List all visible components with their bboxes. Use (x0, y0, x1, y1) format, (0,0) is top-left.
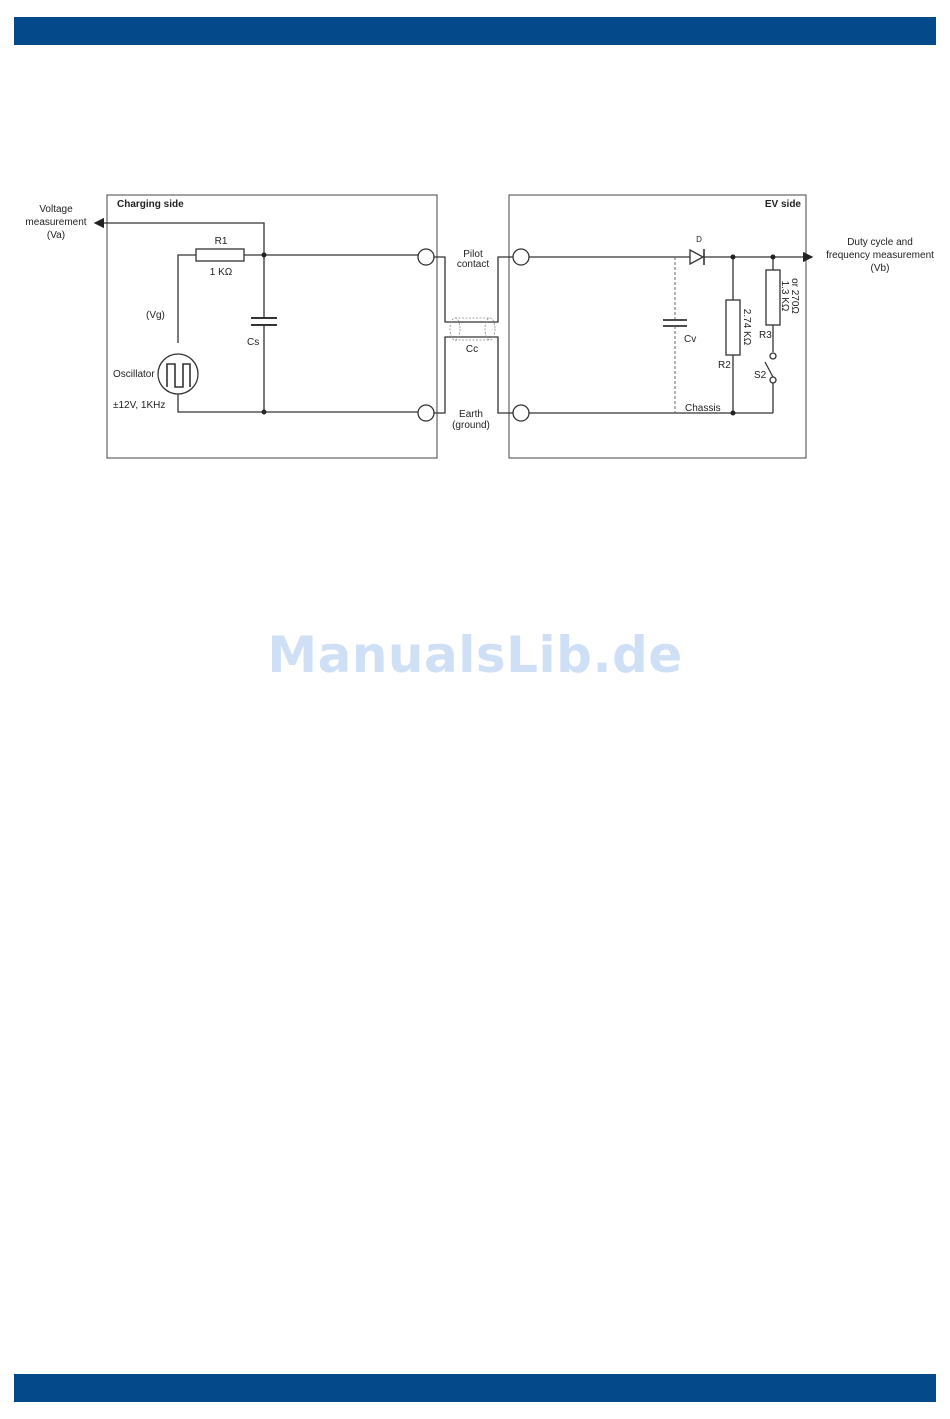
earth-terminal-right (513, 405, 529, 421)
r1-value: 1 KΩ (210, 267, 233, 278)
r3-name: R3 (759, 330, 772, 341)
chassis-label: Chassis (685, 403, 721, 414)
charging-side-box (107, 195, 437, 458)
pilot-circuit-diagram: Charging side EV side Voltage measuremen… (0, 180, 950, 480)
earth-label-2: (ground) (452, 420, 490, 431)
header-bar (14, 17, 936, 45)
diode-symbol (690, 250, 703, 264)
voltage-measurement-label-1: Voltage (39, 204, 73, 215)
ev-side-label: EV side (765, 199, 802, 210)
earth-label-1: Earth (459, 409, 483, 420)
duty-cycle-label-2: frequency measurement (826, 250, 934, 261)
r2-name: R2 (718, 360, 731, 371)
s2-label: S2 (754, 370, 767, 381)
r2-value: 2.74 KΩ (741, 309, 752, 346)
voltage-measurement-label-2: measurement (25, 217, 86, 228)
voltage-measurement-arrow (95, 223, 264, 255)
oscillator-spec: ±12V, 1KHz (113, 400, 165, 411)
oscillator-icon (158, 354, 198, 394)
r1-resistor (196, 249, 244, 261)
cs-label: Cs (247, 337, 259, 348)
r3-value-2: or 270Ω (789, 278, 800, 314)
voltage-measurement-label-3: (Va) (47, 230, 65, 241)
footer-bar (14, 1374, 936, 1402)
vg-label: (Vg) (146, 310, 165, 321)
r2-resistor (726, 300, 740, 355)
oscillator-label: Oscillator (113, 369, 155, 380)
cc-label: Cc (466, 344, 478, 355)
diode-label: D (696, 235, 702, 244)
ev-side-box (509, 195, 806, 458)
pilot-terminal-left (418, 249, 434, 265)
earth-terminal-left (418, 405, 434, 421)
r3-value-1: 1.3 KΩ (779, 281, 790, 312)
watermark: ManualsLib.de (0, 626, 950, 684)
duty-cycle-label-3: (Vb) (871, 263, 890, 274)
charging-side-label: Charging side (117, 199, 184, 210)
cv-label: Cv (684, 334, 696, 345)
duty-cycle-label-1: Duty cycle and (847, 237, 913, 248)
pilot-terminal-right (513, 249, 529, 265)
pilot-contact-label-2: contact (457, 259, 489, 270)
r1-name: R1 (215, 236, 228, 247)
r3-resistor (766, 270, 780, 325)
